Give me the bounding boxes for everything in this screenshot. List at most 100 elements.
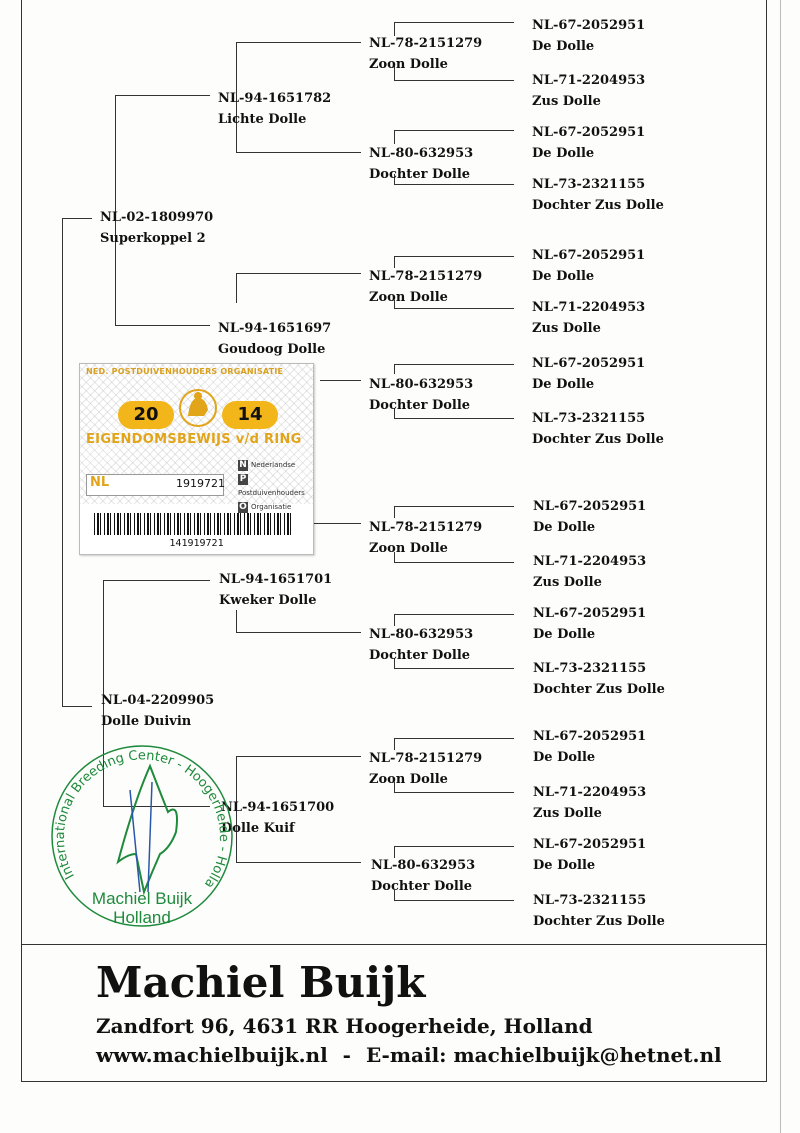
bird-name: Zoon Dolle	[369, 541, 448, 556]
ring-number-box	[86, 474, 224, 496]
ring-ownership-card: NED. POSTDUIVENHOUDERS ORGANISATIE 20 14…	[79, 363, 314, 555]
ring-number: NL-04-2209905	[101, 693, 215, 708]
bird-name: Dochter Dolle	[371, 879, 473, 894]
bird-name: De Dolle	[532, 39, 595, 54]
bird-name: De Dolle	[532, 377, 595, 392]
ring-number: NL-80-632953	[369, 627, 474, 642]
bird-name: Goudoog Dolle	[218, 342, 326, 357]
bird-name: Zus Dolle	[532, 94, 601, 109]
ring-number: NL-78-2151279	[369, 269, 483, 284]
bird-name: Dochter Dolle	[369, 648, 471, 663]
npo-letter: P	[238, 474, 248, 485]
ring-number: NL-73-2321155	[532, 411, 646, 426]
bird-name: De Dolle	[533, 858, 596, 873]
ring-number: NL-71-2204953	[532, 300, 646, 315]
stamp-name-line1: Machiel Buijk	[92, 889, 193, 908]
bird-name: Lichte Dolle	[218, 112, 307, 127]
bird-name: Dochter Zus Dolle	[532, 198, 664, 213]
ring-number: NL-73-2321155	[533, 893, 647, 908]
ring-number: NL-71-2204953	[532, 73, 646, 88]
bird-name: Dochter Zus Dolle	[533, 914, 665, 929]
ring-number: NL-80-632953	[369, 377, 474, 392]
ring-number: NL-71-2204953	[533, 554, 647, 569]
bird-name: Zoon Dolle	[369, 57, 448, 72]
great-grandparent-node: NL-67-2052951 De Dolle	[532, 15, 645, 57]
npo-line: Nederlandse	[251, 461, 296, 469]
bird-name: De Dolle	[532, 146, 595, 161]
ring-number: NL-02-1809970	[100, 210, 214, 225]
breeder-name: Machiel Buijk	[96, 958, 426, 1007]
bird-name: Dochter Dolle	[369, 398, 471, 413]
ring-number: NL-94-1651700	[221, 800, 335, 815]
ring-number: NL-67-2052951	[532, 248, 646, 263]
ring-number: NL-67-2052951	[532, 125, 646, 140]
ring-number: NL-78-2151279	[369, 36, 483, 51]
parent-node: NL-94-1651697 Goudoog Dolle	[218, 318, 331, 360]
card-ring-number: 1919721	[176, 477, 225, 490]
great-grandparent-node: NL-67-2052951 De Dolle	[532, 122, 645, 164]
ring-number: NL-94-1651782	[218, 91, 332, 106]
grandparent-node: NL-80-632953 Dochter Dolle	[369, 143, 473, 185]
page-edge	[780, 0, 781, 1133]
npo-line: Organisatie	[251, 503, 292, 511]
page-frame	[21, 0, 767, 1082]
ring-number: NL-94-1651701	[219, 572, 333, 587]
ring-number: NL-73-2321155	[533, 661, 647, 676]
ring-number: NL-73-2321155	[532, 177, 646, 192]
website-link[interactable]: www.machielbuijk.nl	[96, 1043, 328, 1067]
ring-number: NL-67-2052951	[532, 18, 646, 33]
npo-letter: O	[238, 502, 248, 513]
bird-name: Dochter Zus Dolle	[533, 682, 665, 697]
card-title: EIGENDOMSBEWIJS v/d RING	[86, 432, 302, 447]
bird-name: Zus Dolle	[533, 806, 602, 821]
ring-number: NL-94-1651697	[218, 321, 332, 336]
ring-number: NL-78-2151279	[369, 751, 483, 766]
eagle-icon	[116, 763, 178, 896]
bird-name: Dochter Zus Dolle	[532, 432, 664, 447]
breeder-address: Zandfort 96, 4631 RR Hoogerheide, Hollan…	[96, 1014, 593, 1038]
bird-name: Kweker Dolle	[219, 593, 317, 608]
lion-crest-icon	[179, 389, 217, 427]
barcode-number: 141919721	[169, 538, 224, 549]
subject-node: NL-02-1809970 Superkoppel 2	[100, 207, 213, 249]
bird-name: Dolle Duivin	[101, 714, 192, 729]
grandparent-node: NL-80-632953 Dochter Dolle	[371, 855, 475, 897]
npo-line: Postduivenhouders	[238, 489, 305, 497]
bird-name: Dochter Dolle	[369, 167, 471, 182]
npo-letter: N	[238, 460, 248, 471]
bird-name: Zus Dolle	[533, 575, 602, 590]
ring-number: NL-67-2052951	[533, 837, 647, 852]
great-grandparent-node: NL-67-2052951 De Dolle	[532, 353, 645, 395]
ring-number: NL-78-2151279	[369, 520, 483, 535]
subject2-node: NL-04-2209905 Dolle Duivin	[101, 690, 214, 732]
breeding-center-stamp: International Breeding Center - Hoogerhe…	[48, 742, 233, 927]
parent-node: NL-94-1651782 Lichte Dolle	[218, 88, 331, 130]
grandparent-node: NL-78-2151279 Zoon Dolle	[369, 33, 482, 75]
bird-name: Superkoppel 2	[100, 231, 206, 246]
contact-separator: -	[342, 1043, 351, 1067]
ring-number: NL-67-2052951	[533, 499, 647, 514]
great-grandparent-node: NL-67-2052951 De Dolle	[532, 245, 645, 287]
ring-number: NL-67-2052951	[533, 729, 647, 744]
ring-number: NL-71-2204953	[533, 785, 647, 800]
ring-number: NL-67-2052951	[533, 606, 647, 621]
email-link[interactable]: E-mail: machielbuijk@hetnet.nl	[365, 1043, 722, 1067]
footer-divider	[21, 944, 767, 945]
parent-node: NL-94-1651701 Kweker Dolle	[219, 569, 332, 611]
grandparent-node: NL-80-632953 Dochter Dolle	[369, 624, 473, 666]
ring-number: NL-67-2052951	[532, 356, 646, 371]
grandparent-node: NL-78-2151279 Zoon Dolle	[369, 748, 482, 790]
bird-name: De Dolle	[532, 269, 595, 284]
grandparent-node: NL-78-2151279 Zoon Dolle	[369, 266, 482, 308]
grandparent-node: NL-78-2151279 Zoon Dolle	[369, 517, 482, 559]
barcode	[94, 513, 294, 535]
